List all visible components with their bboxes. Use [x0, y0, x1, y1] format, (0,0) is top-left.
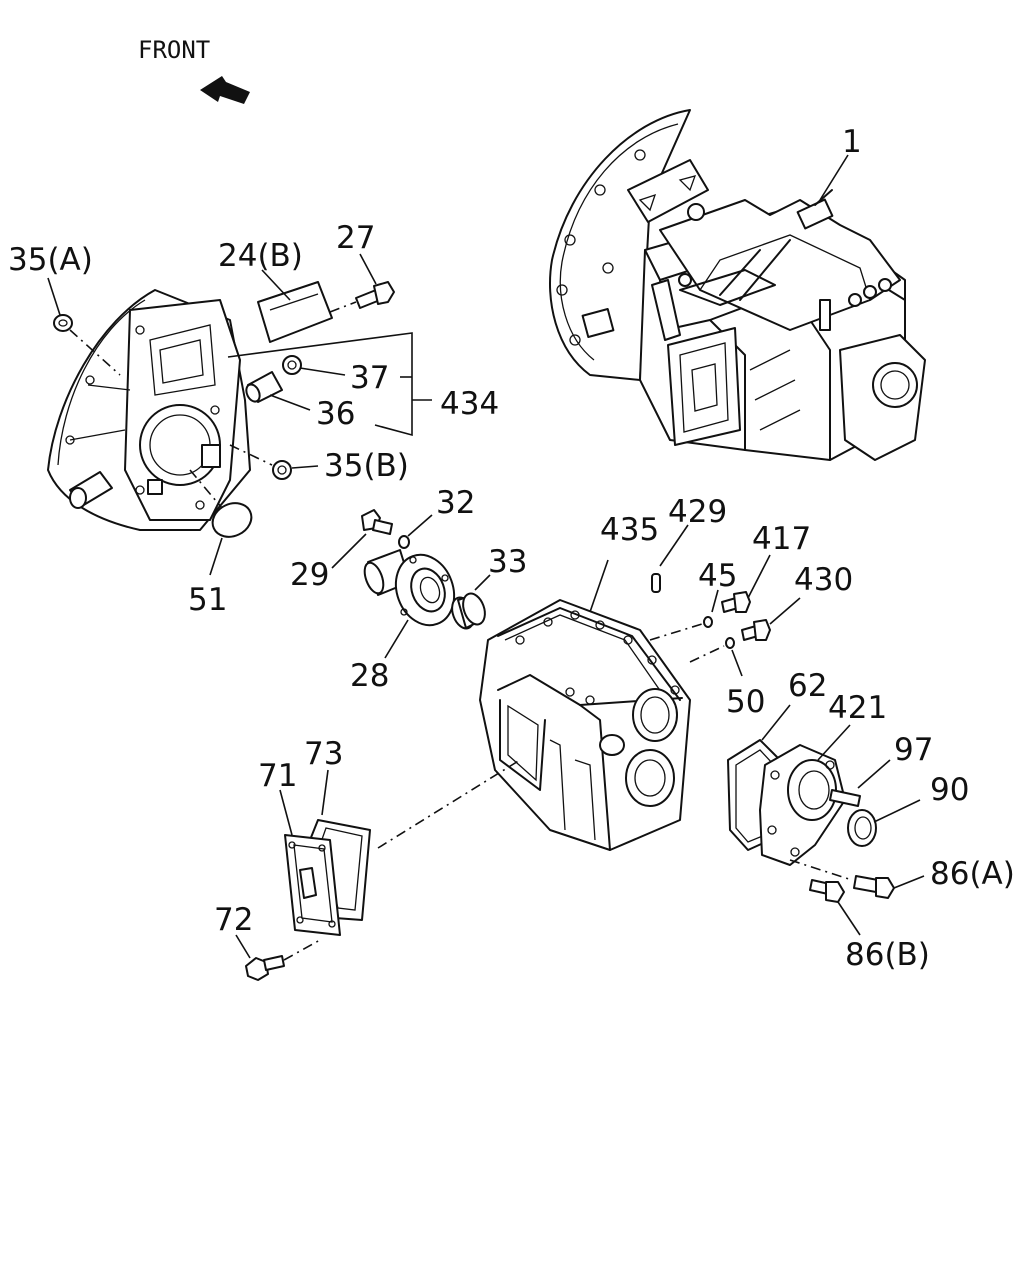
part-24b-plate: 24(B) [218, 238, 333, 343]
part-1-callout: 1 [819, 124, 862, 201]
label-430: 430 [794, 562, 853, 598]
part-421-rear-cover: 421 [759, 690, 887, 866]
part-28-retainer: 28 [350, 549, 456, 694]
part-86a-bolt: 86(A) [789, 856, 1015, 899]
part-35a-plug: 35(A) [8, 242, 121, 376]
label-417: 417 [752, 521, 811, 557]
label-29: 29 [290, 557, 329, 593]
label-421: 421 [828, 690, 887, 726]
label-62: 62 [788, 668, 827, 704]
part-72-bolt: 72 [214, 902, 321, 981]
part-29-bolt: 29 [290, 509, 393, 593]
label-50: 50 [726, 684, 765, 720]
part-434-bracket: 434 [227, 332, 499, 437]
label-35a: 35(A) [8, 242, 93, 278]
part-36-dowel: 36 [245, 371, 355, 432]
part-429-pin: 429 [651, 494, 727, 593]
label-51: 51 [188, 582, 227, 618]
cover-alignment-line [377, 759, 521, 849]
part-50-oring: 50 [689, 637, 765, 720]
label-71: 71 [258, 758, 297, 794]
part-51-cover: 51 [188, 469, 253, 618]
part-33-seal: 33 [451, 544, 527, 630]
label-435: 435 [600, 512, 659, 548]
label-86b: 86(B) [845, 937, 930, 973]
front-arrow-icon [200, 76, 250, 104]
label-35b: 35(B) [324, 448, 409, 484]
label-73: 73 [304, 736, 343, 772]
front-indicator: FRONT [138, 36, 250, 104]
part-90-seal: 90 [847, 772, 969, 847]
label-1: 1 [842, 124, 862, 160]
label-434: 434 [440, 386, 499, 422]
label-72: 72 [214, 902, 253, 938]
part-97-stud: 97 [829, 732, 933, 807]
label-86a: 86(A) [930, 856, 1015, 892]
part-71-cover: 71 [258, 758, 341, 936]
part-35b-plug: 35(B) [229, 444, 409, 484]
part-86b-bolt: 86(B) [809, 879, 930, 973]
label-90: 90 [930, 772, 969, 808]
part-430-bolt: 430 [741, 562, 853, 641]
clutch-housing [47, 289, 251, 531]
label-32: 32 [436, 485, 475, 521]
part-45-oring: 45 [649, 558, 737, 641]
label-28: 28 [350, 658, 389, 694]
label-429: 429 [668, 494, 727, 530]
label-24b: 24(B) [218, 238, 303, 274]
part-32-oring: 32 [398, 485, 475, 549]
label-27: 27 [336, 220, 375, 256]
front-label: FRONT [138, 36, 210, 64]
label-36: 36 [316, 396, 355, 432]
label-45: 45 [698, 558, 737, 594]
label-33: 33 [488, 544, 527, 580]
label-37: 37 [350, 360, 389, 396]
transmission-assembly [549, 109, 926, 461]
part-435-case: 435 [479, 512, 691, 851]
part-37-plug: 37 [282, 355, 389, 396]
part-27-bolt: 27 [329, 220, 395, 313]
part-417-bolt: 417 [721, 521, 811, 613]
label-97: 97 [894, 732, 933, 768]
